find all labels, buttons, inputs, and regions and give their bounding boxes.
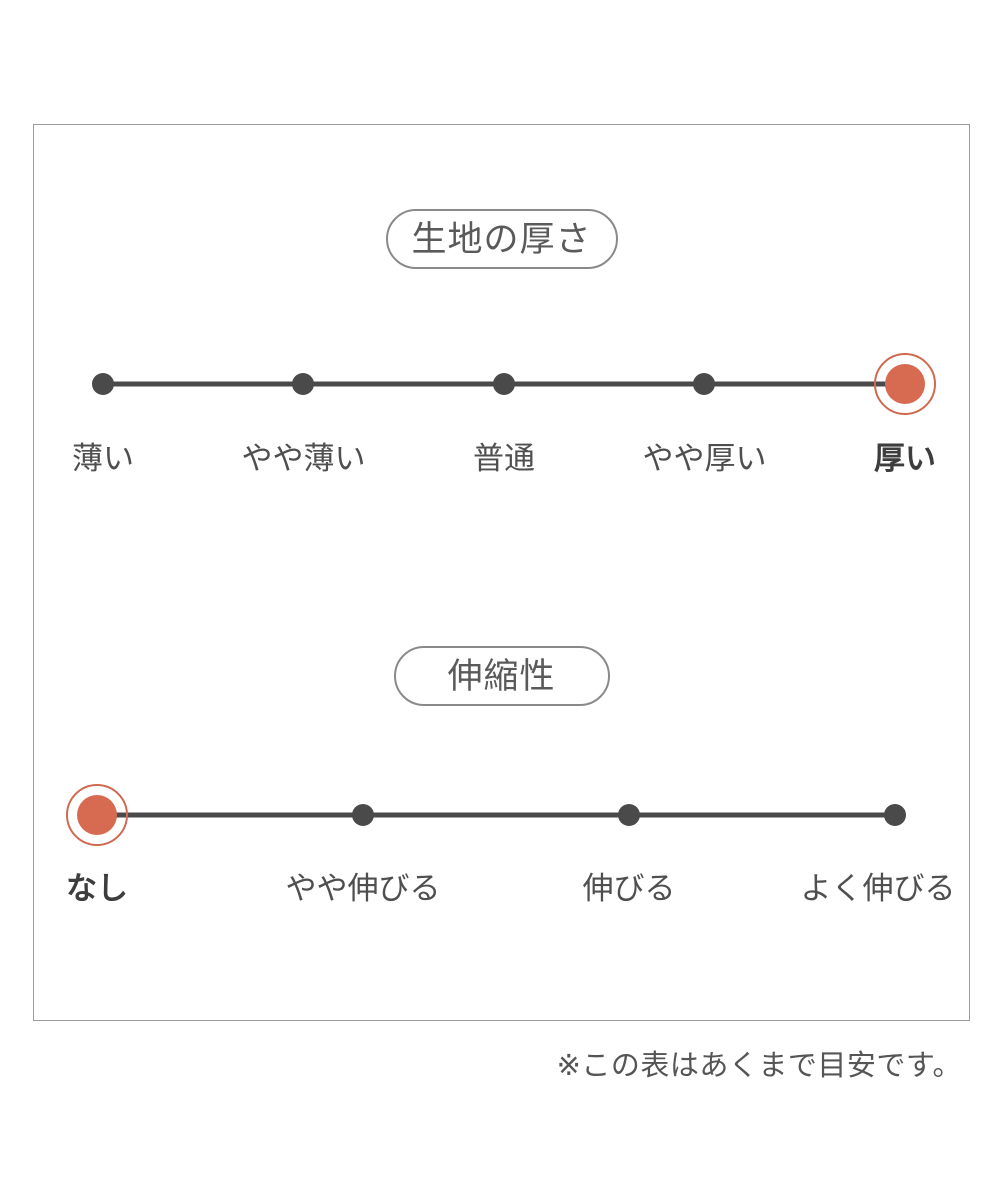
thickness-dot-slightly-thin [292,373,315,395]
thickness-label-normal: 普通 [473,441,536,477]
thickness-label-slightly-thin: やや薄い [241,441,366,477]
stretch-dot-slight [352,804,375,826]
thickness-label-thin: 薄い [72,441,134,477]
thickness-label-slightly-thick: やや厚い [642,441,767,477]
stretch-label-very: よく伸びる [800,871,956,907]
stretch-label-stretches: 伸びる [582,871,676,907]
stretch-label-none-selected: なし [66,871,129,907]
stretch-dot-none-selected [66,784,129,846]
thickness-dot-normal [493,373,516,395]
chart-frame: 生地の厚さ 薄い やや薄い 普通 やや厚い 厚い 伸縮性 なし やや伸びる 伸び… [33,124,970,1021]
thickness-dot-slightly-thick [693,373,716,395]
thickness-label-thick-selected: 厚い [874,441,937,477]
stretch-title-pill: 伸縮性 [393,646,610,706]
stretch-dot-very [884,804,907,826]
stretch-dot-stretches [618,804,641,826]
stretch-label-slight: やや伸びる [285,871,441,907]
thickness-title-pill: 生地の厚さ [385,209,618,269]
thickness-dot-thin [92,373,114,395]
thickness-dot-thick-selected [874,353,937,415]
stretch-track [97,812,896,818]
disclaimer-note: ※この表はあくまで目安です。 [556,1048,962,1082]
